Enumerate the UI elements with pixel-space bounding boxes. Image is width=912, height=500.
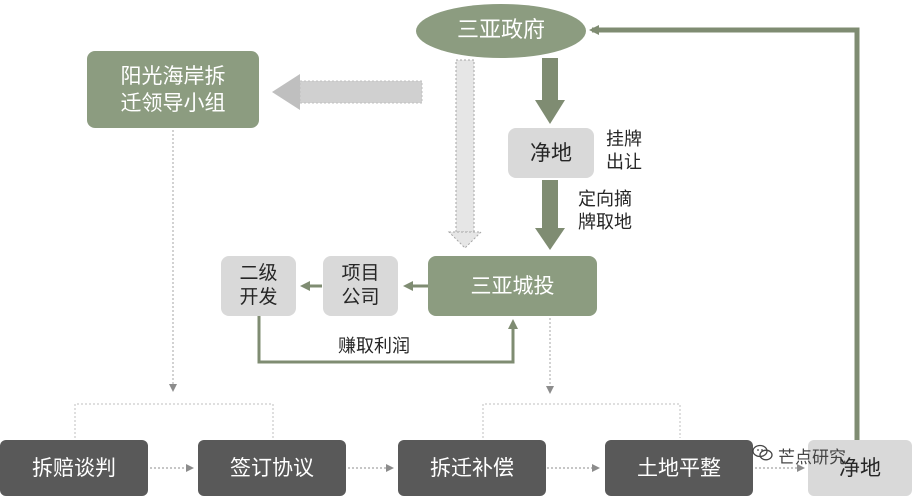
return-loop-arrow <box>589 25 860 440</box>
watermark: 芒点研究 <box>752 443 846 468</box>
node-relocation-comp: 拆迁补偿 <box>398 440 546 496</box>
watermark-text: 芒点研究 <box>778 448 846 468</box>
node-secondary-dev: 二级 开发 <box>221 256 296 316</box>
label-listing: 挂牌 出让 <box>606 129 642 174</box>
wechat-icon <box>752 444 774 467</box>
gov-to-invest-dotted-arrow <box>447 59 483 249</box>
node-clean-land-bottom: 净地 <box>808 440 912 496</box>
gov-to-clean-land-arrow <box>535 58 565 124</box>
node-project-company: 项目 公司 <box>323 256 398 316</box>
node-sanya-gov: 三亚政府 <box>416 4 586 58</box>
invest-bracket <box>482 403 681 438</box>
node-sign-agreement: 签订协议 <box>198 440 346 496</box>
label-directed-listing: 定向摘 牌取地 <box>578 189 632 234</box>
node-clean-land-top: 净地 <box>508 128 594 178</box>
node-sanya-invest: 三亚城投 <box>428 256 597 316</box>
profit-loop-arrow <box>257 314 518 364</box>
node-demolition-talk: 拆赔谈判 <box>0 440 148 496</box>
node-leader-group: 阳光海岸拆 迁领导小组 <box>87 51 259 128</box>
leader-bracket <box>74 403 274 438</box>
label-earn-profit: 赚取利润 <box>338 336 410 357</box>
clean-land-to-invest-arrow <box>535 180 565 250</box>
node-land-leveling: 土地平整 <box>605 440 753 496</box>
gov-to-leader-arrow <box>272 74 423 110</box>
